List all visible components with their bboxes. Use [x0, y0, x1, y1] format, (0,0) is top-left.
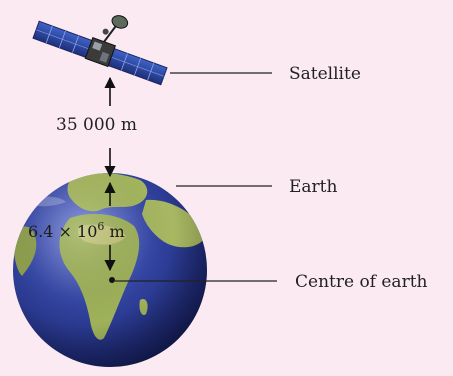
altitude-label: 35 000 m — [56, 115, 137, 135]
satellite-image — [32, 15, 168, 86]
earth-label: Earth — [289, 177, 338, 197]
radius-label: 6.4 × 106 m — [28, 220, 125, 241]
satellite-body — [84, 36, 117, 68]
satellite-label: Satellite — [289, 64, 361, 84]
radius-prefix: 6.4 × 10 — [28, 222, 97, 241]
centre-of-earth-label: Centre of earth — [295, 272, 428, 292]
earth-centre-dot — [109, 277, 115, 283]
solar-panel-right — [107, 48, 168, 86]
solar-panel-left — [32, 20, 93, 58]
radius-exponent: 6 — [97, 220, 104, 233]
radius-unit: m — [104, 222, 124, 241]
antenna-dish — [102, 15, 129, 43]
